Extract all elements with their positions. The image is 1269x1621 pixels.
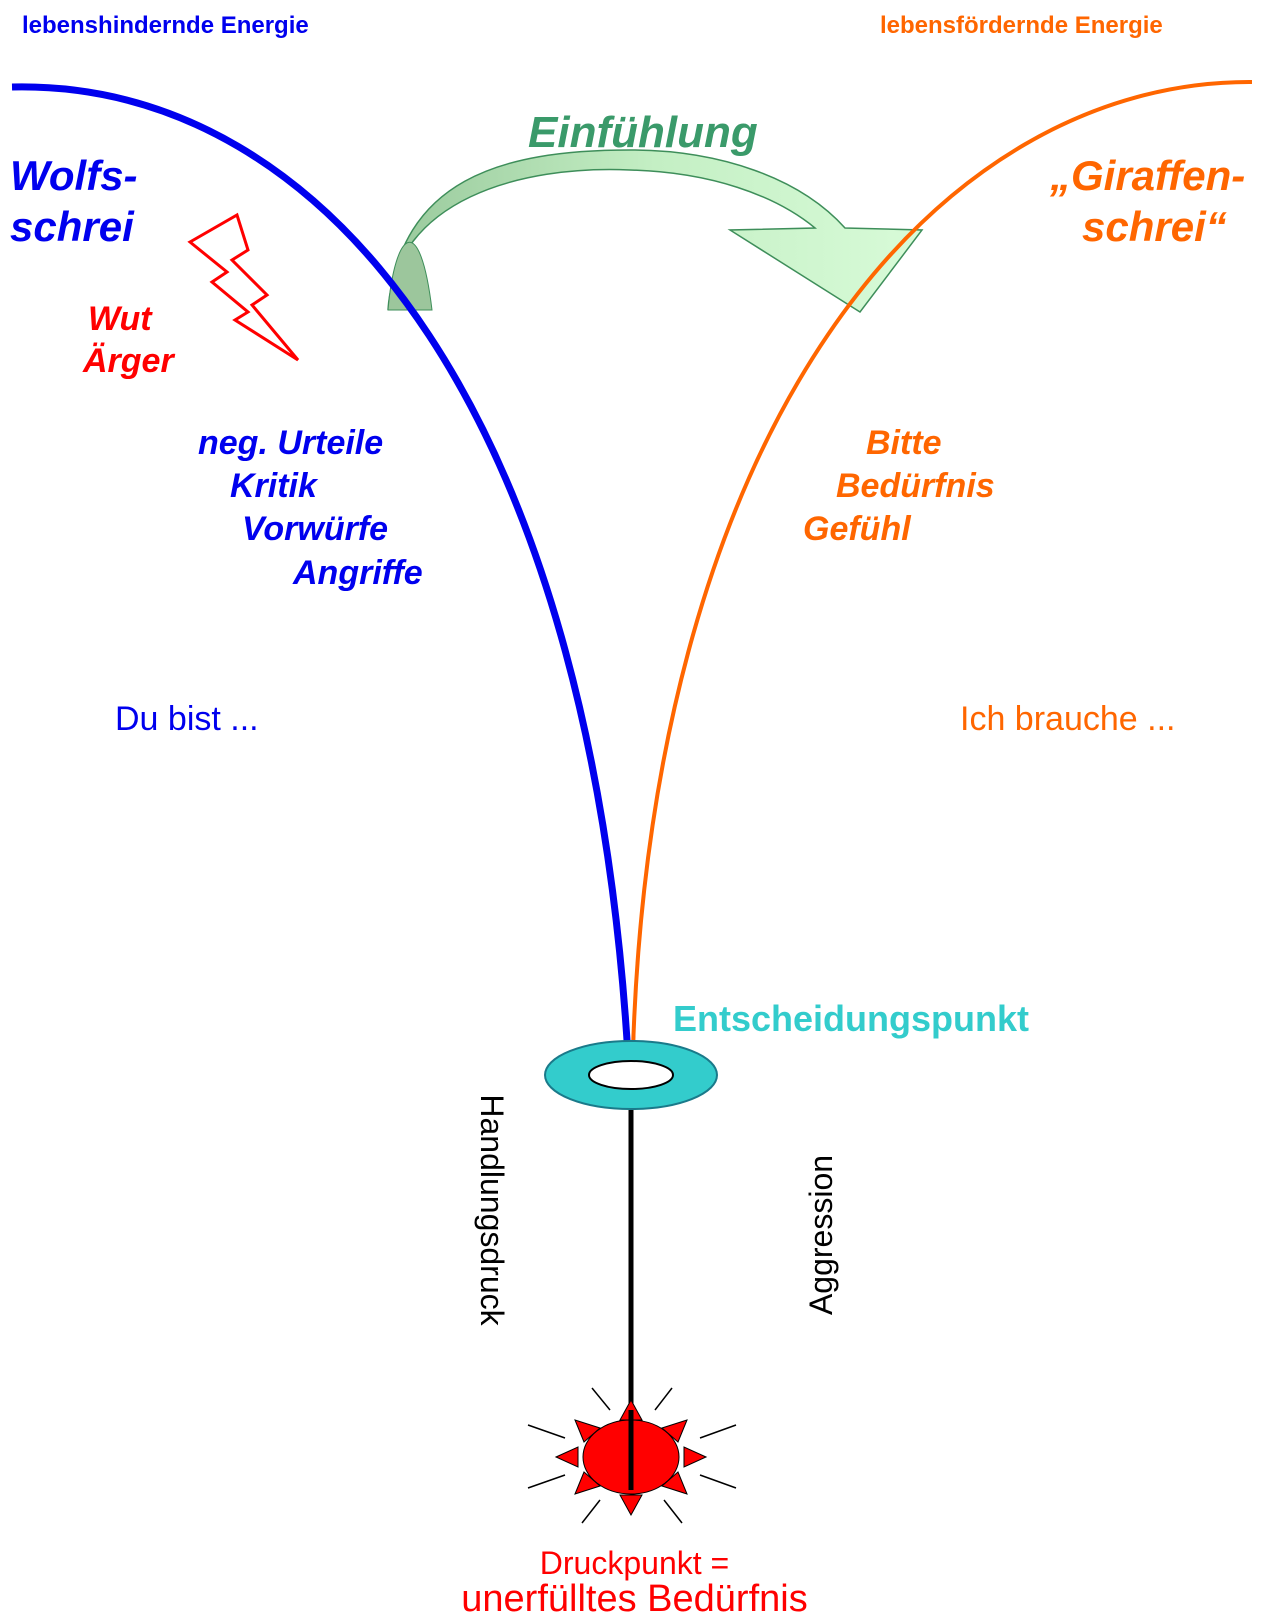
right-energy-label: lebensfördernde Energie	[880, 12, 1163, 39]
ich-brauche-label: Ich brauche ...	[960, 700, 1176, 738]
lightning-icon	[187, 212, 300, 362]
left-list-item: Kritik	[230, 467, 317, 505]
arrow-tail	[387, 241, 433, 311]
anger-label-wut: Wut	[88, 300, 152, 338]
anger-label-aerger: Ärger	[83, 342, 174, 380]
right-list-item: Bedürfnis	[836, 467, 995, 505]
burst-sun-icon	[527, 1387, 737, 1524]
left-list-item: neg. Urteile	[198, 424, 384, 462]
giraffe-curve	[630, 79, 1253, 1096]
ring-hole	[588, 1060, 674, 1090]
wolf-curve	[11, 83, 634, 1096]
right-list-item: Gefühl	[803, 510, 911, 548]
right-list-item: Bitte	[866, 424, 942, 462]
pressure-point-label-line2: unerfülltes Bedürfnis	[461, 1578, 808, 1620]
wolf-label-line1: Wolfs-	[10, 152, 138, 199]
left-list-item: Angriffe	[293, 554, 423, 592]
empathy-label: Einfühlung	[528, 108, 758, 157]
aggression-label: Aggression	[803, 1154, 839, 1316]
giraffe-label-line1: „Giraffen-	[1050, 152, 1246, 199]
curved-arrow-icon	[387, 149, 924, 314]
left-list-item: Vorwürfe	[242, 510, 389, 548]
pressure-point-label-line1: Druckpunkt =	[539, 1545, 730, 1581]
wolf-label-line2: schrei	[10, 203, 134, 250]
du-bist-label: Du bist ...	[115, 700, 259, 738]
action-pressure-label: Handlungsdruck	[474, 1094, 510, 1326]
giraffe-label-line2: schrei“	[1082, 203, 1227, 250]
left-energy-label: lebenshindernde Energie	[22, 12, 309, 39]
decision-point-label: Entscheidungspunkt	[673, 998, 1030, 1039]
